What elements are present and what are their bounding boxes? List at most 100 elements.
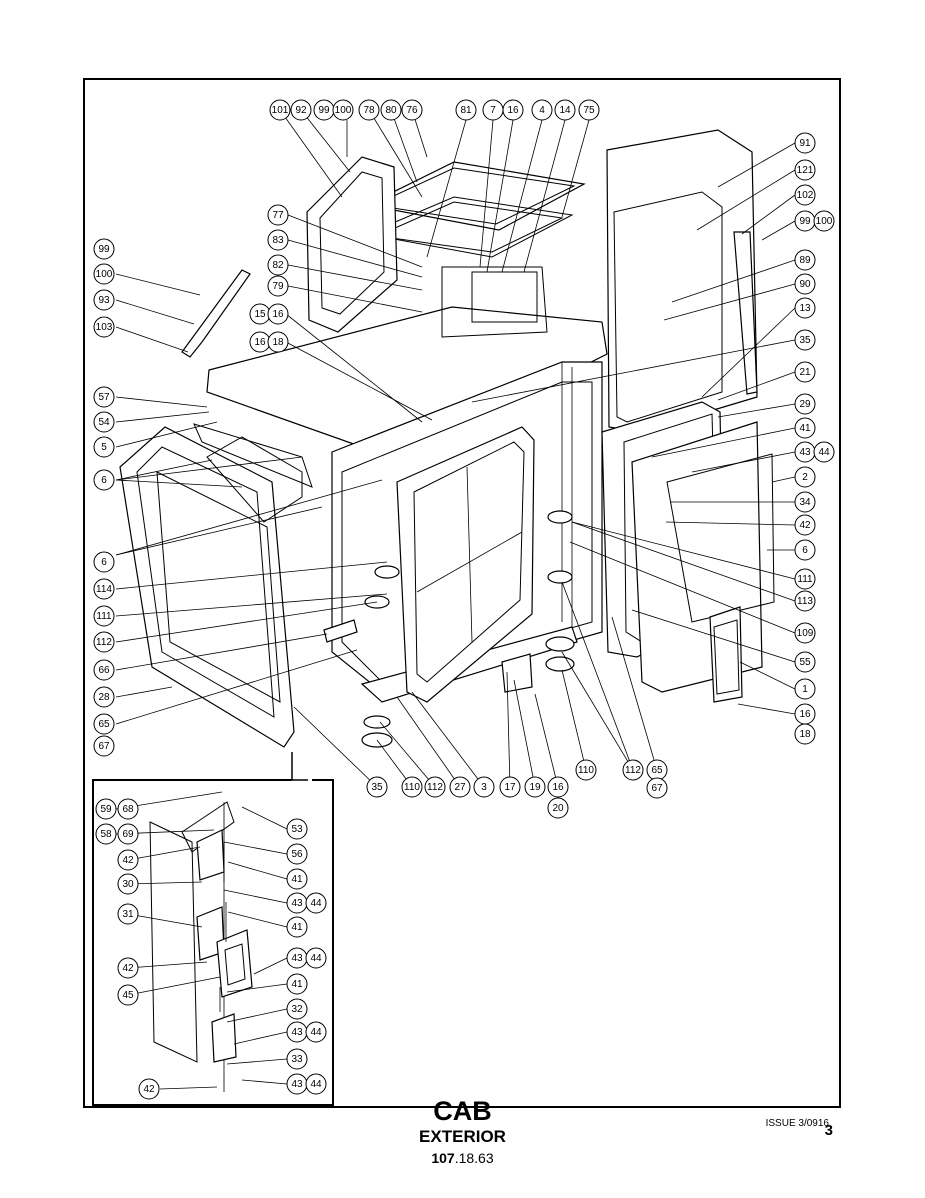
callout-35: 35 — [366, 776, 388, 798]
callout-2: 2 — [794, 466, 816, 488]
callout-label: 16 — [272, 309, 284, 320]
callout-circle — [93, 631, 115, 653]
callout-13: 13 — [794, 297, 816, 319]
callout-circle — [267, 303, 289, 325]
callout-label: 32 — [291, 1004, 303, 1015]
detail-inset — [92, 752, 334, 1106]
callout-circle — [813, 441, 835, 463]
callout-label: 67 — [651, 783, 663, 794]
callout-label: 100 — [335, 105, 352, 116]
callout-label: 42 — [122, 855, 134, 866]
callout-circle — [269, 99, 291, 121]
callout-label: 54 — [98, 417, 110, 428]
callout-57: 57 — [93, 386, 115, 408]
callout-circle — [286, 818, 308, 840]
callout-label: 6 — [802, 545, 808, 556]
callout-circle — [524, 776, 546, 798]
callout-42: 42 — [138, 1078, 160, 1100]
callout-18: 18 — [267, 331, 289, 353]
handles — [181, 231, 758, 395]
callout-label: 55 — [799, 657, 811, 668]
callout-label: 65 — [651, 765, 663, 776]
callout-label: 42 — [143, 1084, 155, 1095]
callout-circle — [794, 297, 816, 319]
callout-label: 5 — [101, 442, 107, 453]
page-title: CAB — [433, 1096, 492, 1126]
callout-label: 89 — [799, 255, 811, 266]
callout-circle — [95, 823, 117, 845]
callout-circle — [449, 776, 471, 798]
callout-circle — [794, 723, 816, 745]
callout-43: 43 — [286, 892, 308, 914]
issue-label: ISSUE 3/0916 — [766, 1118, 829, 1129]
callout-label: 41 — [291, 979, 303, 990]
callout-42: 42 — [117, 849, 139, 871]
callout-circle — [794, 273, 816, 295]
callout-label: 15 — [254, 309, 266, 320]
callout-label: 16 — [552, 782, 564, 793]
callout-circle — [554, 99, 576, 121]
callout-circle — [794, 678, 816, 700]
callout-circle — [499, 776, 521, 798]
callout-circle — [93, 386, 115, 408]
callout-circle — [305, 892, 327, 914]
callout-circle — [305, 1073, 327, 1095]
callout-44: 44 — [305, 947, 327, 969]
callout-79: 79 — [267, 275, 289, 297]
callout-label: 7 — [490, 105, 496, 116]
callout-label: 112 — [625, 765, 641, 776]
callout-112: 112 — [622, 759, 644, 781]
callout-91: 91 — [794, 132, 816, 154]
callout-35: 35 — [794, 329, 816, 351]
callout-label: 90 — [799, 279, 811, 290]
callout-circle — [290, 99, 312, 121]
left-door — [119, 423, 313, 748]
callout-100: 100 — [93, 263, 115, 285]
callout-label: 78 — [363, 105, 375, 116]
page-reference-rest: .18.63 — [454, 1150, 494, 1166]
callout-110: 110 — [401, 776, 423, 798]
callout-label: 103 — [96, 322, 113, 333]
callout-label: 99 — [799, 216, 811, 227]
callout-circle — [286, 973, 308, 995]
callout-circle — [93, 436, 115, 458]
callout-label: 16 — [254, 337, 266, 348]
callout-101: 101 — [269, 99, 291, 121]
callout-label: 44 — [310, 1027, 322, 1038]
callout-18: 18 — [794, 723, 816, 745]
callout-label: 59 — [100, 804, 112, 815]
callout-label: 18 — [272, 337, 284, 348]
callout-113: 113 — [794, 590, 816, 612]
callout-label: 43 — [799, 447, 811, 458]
callout-label: 66 — [98, 665, 110, 676]
callout-16: 16 — [502, 99, 524, 121]
callout-circle — [93, 578, 115, 600]
callout-label: 99 — [318, 105, 330, 116]
callout-circle — [117, 873, 139, 895]
callout-label: 29 — [799, 399, 811, 410]
callout-circle — [794, 466, 816, 488]
callout-53: 53 — [286, 818, 308, 840]
callout-label: 68 — [122, 804, 134, 815]
callout-121: 121 — [794, 159, 816, 181]
callout-93: 93 — [93, 289, 115, 311]
callout-99: 99 — [93, 238, 115, 260]
callout-label: 114 — [96, 584, 112, 595]
callout-label: 16 — [507, 105, 519, 116]
callout-label: 93 — [98, 295, 110, 306]
callout-label: 13 — [799, 303, 811, 314]
right-door — [601, 129, 775, 703]
callout-circle — [794, 568, 816, 590]
callout-circle — [332, 99, 354, 121]
callout-58: 58 — [95, 823, 117, 845]
callout-6: 6 — [794, 539, 816, 561]
callout-label: 34 — [799, 497, 811, 508]
callout-label: 21 — [799, 367, 811, 378]
callout-7: 7 — [482, 99, 504, 121]
callout-circle — [117, 849, 139, 871]
callout-circle — [93, 686, 115, 708]
callout-16: 16 — [547, 776, 569, 798]
callout-45: 45 — [117, 984, 139, 1006]
callout-label: 44 — [310, 953, 322, 964]
callout-19: 19 — [524, 776, 546, 798]
